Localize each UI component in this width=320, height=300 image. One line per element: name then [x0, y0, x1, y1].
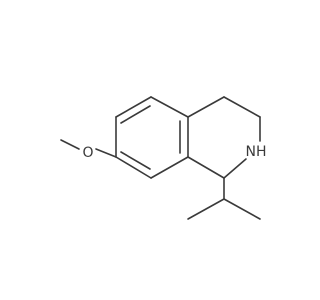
structure-canvas: O NH [60, 96, 267, 220]
bond-sat-d [223, 158, 247, 179]
methoxy-group [60, 139, 117, 158]
bond-sat-a [187, 96, 225, 118]
bond-ome-b [60, 139, 80, 150]
bond-ar-e [115, 156, 152, 179]
bond-ipr-c [223, 198, 261, 220]
bond-ar-a-inner [120, 105, 151, 124]
bond-sat-e [187, 156, 225, 179]
isopropyl-group [187, 177, 261, 220]
bond-ar-b [150, 96, 189, 118]
bond-ar-a [115, 96, 152, 118]
nitrogen-label: NH [246, 144, 267, 160]
aromatic-ring [115, 96, 189, 179]
bond-ar-e-inner [120, 151, 151, 170]
nitrogen-atom: NH [246, 144, 267, 160]
saturated-ring [187, 96, 261, 179]
bond-ome-a [95, 148, 117, 158]
bond-ar-d [150, 156, 189, 179]
molecule-structure: O NH [60, 96, 267, 220]
oxygen-label: O [82, 145, 93, 161]
oxygen-atom: O [82, 145, 93, 161]
bond-ipr-b [187, 198, 225, 220]
bond-sat-b [223, 96, 261, 118]
